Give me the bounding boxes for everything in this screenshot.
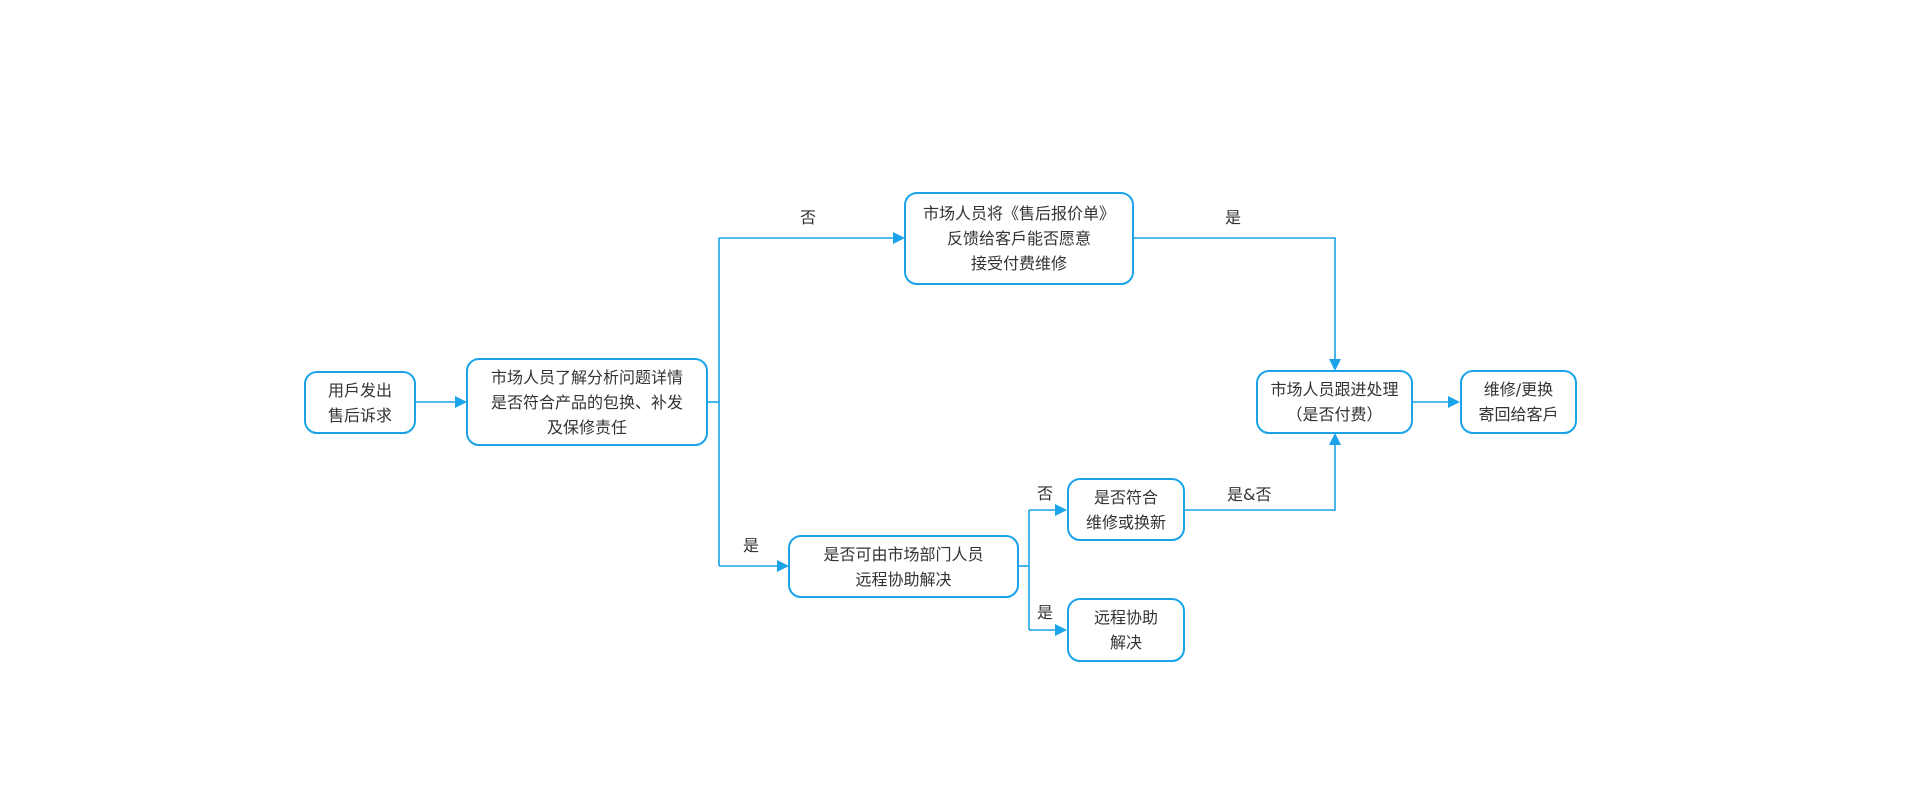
node-repair-check-text: 是否符合 维修或换新 bbox=[1085, 487, 1166, 532]
edge-repair-to-followup bbox=[1184, 433, 1341, 511]
node-remote-check: 是否可由市场部门人员 远程协助解决 bbox=[788, 535, 1019, 598]
edge-quote-to-followup bbox=[1133, 237, 1341, 371]
node-analyze-issue-text: 市场人员了解分析问题详情 是否符合产品的包换、补发 及保修责任 bbox=[490, 367, 683, 437]
node-ship-back-text: 维修/更换 寄回给客戶 bbox=[1478, 380, 1559, 424]
node-analyze-issue: 市场人员了解分析问题详情 是否符合产品的包换、补发 及保修责任 bbox=[466, 358, 708, 446]
edge-label-analyze-no: 否 bbox=[800, 208, 817, 227]
node-customer-request-text: 用戶发出 售后诉求 bbox=[327, 380, 392, 425]
node-ship-back: 维修/更换 寄回给客戶 bbox=[1460, 370, 1577, 434]
edge-label-repair-both: 是&否 bbox=[1227, 485, 1272, 504]
node-remote-solve: 远程协助 解决 bbox=[1067, 598, 1185, 662]
node-remote-solve-text: 远程协助 解决 bbox=[1093, 608, 1158, 652]
node-repair-check: 是否符合 维修或换新 bbox=[1067, 478, 1185, 541]
node-quote-feedback: 市场人员将《售后报价单》 反馈给客戶能否愿意 接受付费维修 bbox=[904, 192, 1134, 285]
node-followup-text: 市场人员跟进处理 （是否付费） bbox=[1270, 380, 1399, 424]
edge-label-analyze-yes: 是 bbox=[743, 536, 760, 555]
edge-label-remote-yes: 是 bbox=[1037, 603, 1054, 622]
node-customer-request: 用戶发出 售后诉求 bbox=[304, 371, 416, 434]
edge-label-quote-yes: 是 bbox=[1225, 208, 1242, 227]
node-remote-check-text: 是否可由市场部门人员 远程协助解决 bbox=[823, 544, 984, 589]
node-quote-feedback-text: 市场人员将《售后报价单》 反馈给客戶能否愿意 接受付费维修 bbox=[922, 204, 1115, 273]
node-followup: 市场人员跟进处理 （是否付费） bbox=[1256, 370, 1413, 434]
edge-label-remote-no: 否 bbox=[1037, 484, 1054, 503]
